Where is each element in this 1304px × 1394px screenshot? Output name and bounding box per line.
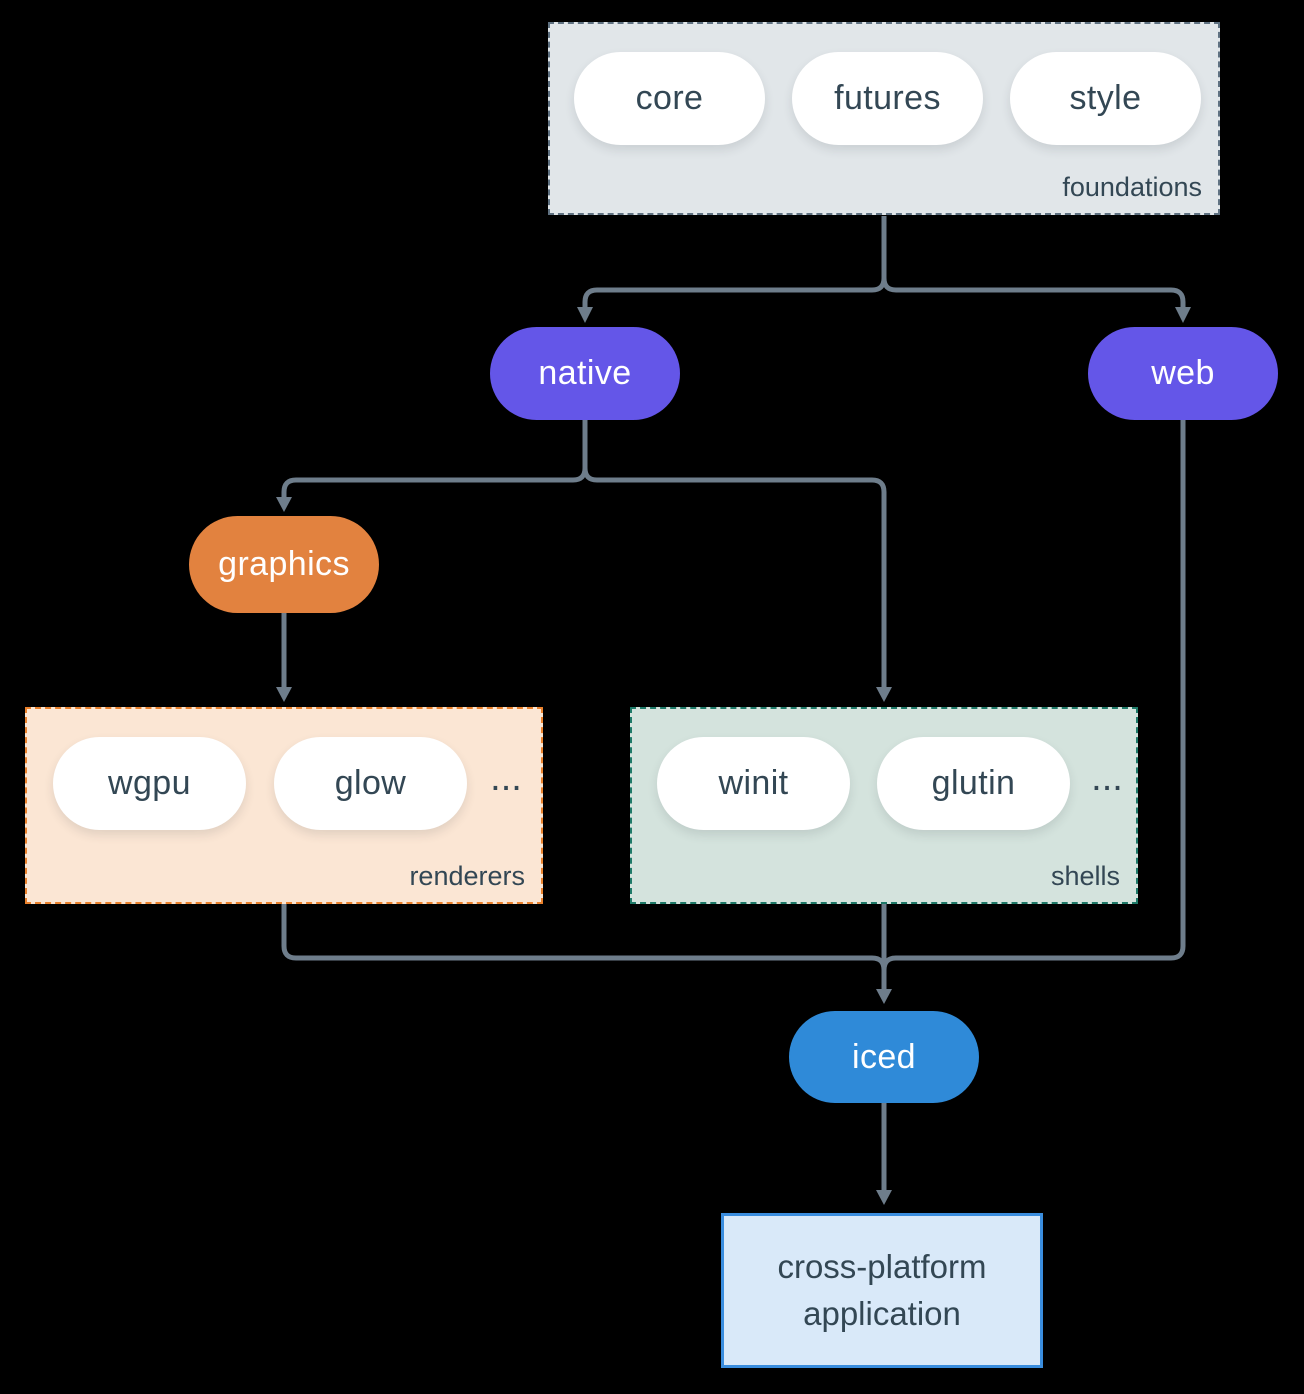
node-futures: futures	[792, 52, 983, 145]
shells-ellipsis: ...	[1091, 757, 1123, 799]
connector-native-graphics	[281, 420, 588, 499]
node-graphics: graphics	[189, 516, 379, 613]
node-native: native	[490, 327, 680, 420]
node-iced: iced	[789, 1011, 979, 1103]
node-style: style	[1010, 52, 1201, 145]
arrowhead-native	[577, 307, 593, 323]
node-glow: glow	[274, 737, 467, 830]
node-core: core	[574, 52, 765, 145]
app-label-line2: application	[803, 1294, 961, 1332]
connector-native-shells	[582, 420, 887, 689]
arrowhead-shells	[876, 687, 892, 702]
arrowhead-graphics	[276, 497, 292, 512]
shells-group: winit glutin ... shells	[630, 707, 1138, 904]
app-label-line1: cross-platform	[777, 1247, 987, 1285]
connector-foundations-web	[881, 216, 1186, 309]
cross-platform-application-box: cross-platform application	[721, 1213, 1043, 1368]
shells-group-label: shells	[1050, 861, 1120, 891]
renderers-group-label: renderers	[409, 861, 525, 891]
node-winit: winit	[657, 737, 850, 830]
arrowhead-iced	[876, 989, 892, 1004]
connector-renderers-iced	[281, 904, 887, 971]
renderers-group: wgpu glow ... renderers	[25, 707, 543, 904]
connector-foundations-native	[582, 216, 887, 309]
arrowhead-web	[1175, 307, 1191, 323]
arrowhead-app	[876, 1190, 892, 1205]
renderers-ellipsis: ...	[490, 757, 522, 799]
node-glutin: glutin	[877, 737, 1070, 830]
node-wgpu: wgpu	[53, 737, 246, 830]
node-web: web	[1088, 327, 1278, 420]
foundations-group: core futures style foundations	[548, 22, 1220, 215]
foundations-group-label: foundations	[1062, 172, 1202, 202]
arrowhead-renderers	[276, 687, 292, 702]
